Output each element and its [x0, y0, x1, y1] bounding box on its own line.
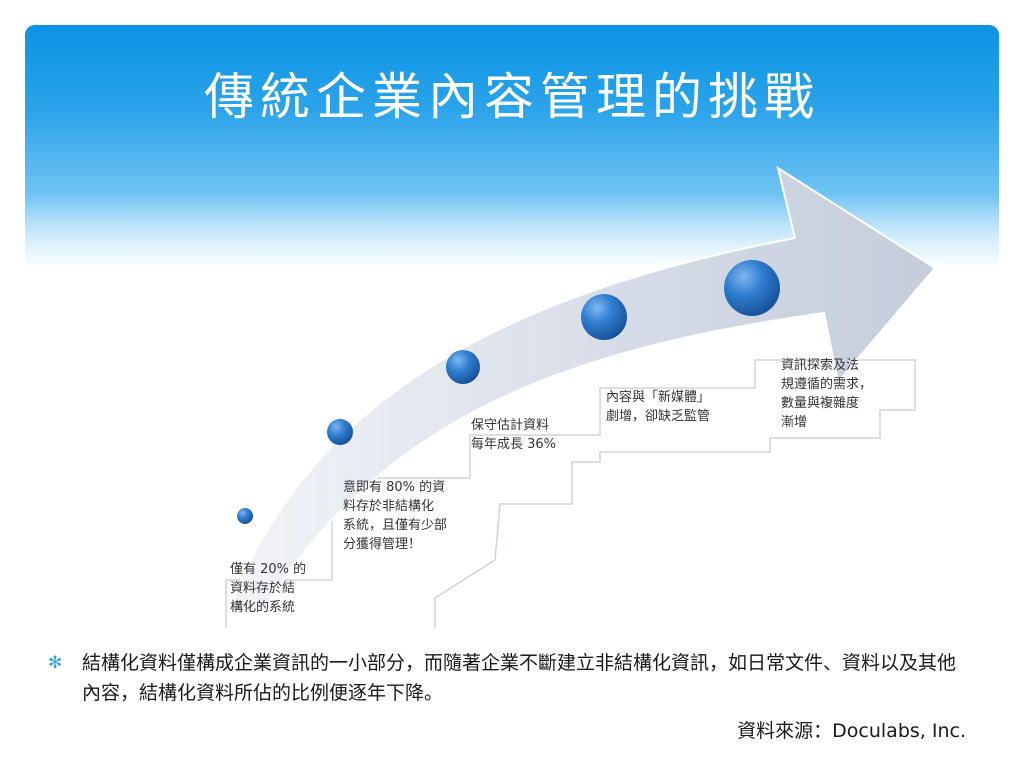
source-citation: 資料來源：Doculabs, Inc. — [737, 720, 966, 742]
stage-circle — [446, 350, 480, 384]
stage-circle — [237, 508, 253, 524]
stage-label-1: 僅有 20% 的 資料存於結 構化的系統 — [230, 562, 307, 615]
slide-title: 傳統企業內容管理的挑戰 — [204, 68, 820, 126]
bullet-text: 結構化資料僅構成企業資訊的一小部分，而隨著企業不斷建立非結構化資訊，如日常文件、… — [82, 652, 957, 704]
stage-label-2: 意即有 80% 的資 料存於非結構化 系統，且僅有少部 分獲得管理！ — [343, 480, 448, 552]
stage-label-5: 資訊探索及法 規遵循的需求， 數量與複雜度 漸增 — [781, 358, 873, 430]
stage-label-4: 內容與「新媒體」 劇增，卻缺乏監管 — [606, 390, 711, 424]
bullet-star-icon: ✻ — [48, 653, 63, 673]
stage-circle — [327, 419, 353, 445]
stage-circle — [724, 260, 780, 316]
bullet-item: ✻ 結構化資料僅構成企業資訊的一小部分，而隨著企業不斷建立非結構化資訊，如日常文… — [48, 648, 968, 708]
stage-label-3: 保守估計資料 每年成長 36% — [471, 418, 557, 452]
growth-arrow-diagram — [225, 168, 935, 628]
stage-circle — [581, 294, 627, 340]
staircase-outline — [225, 359, 916, 628]
